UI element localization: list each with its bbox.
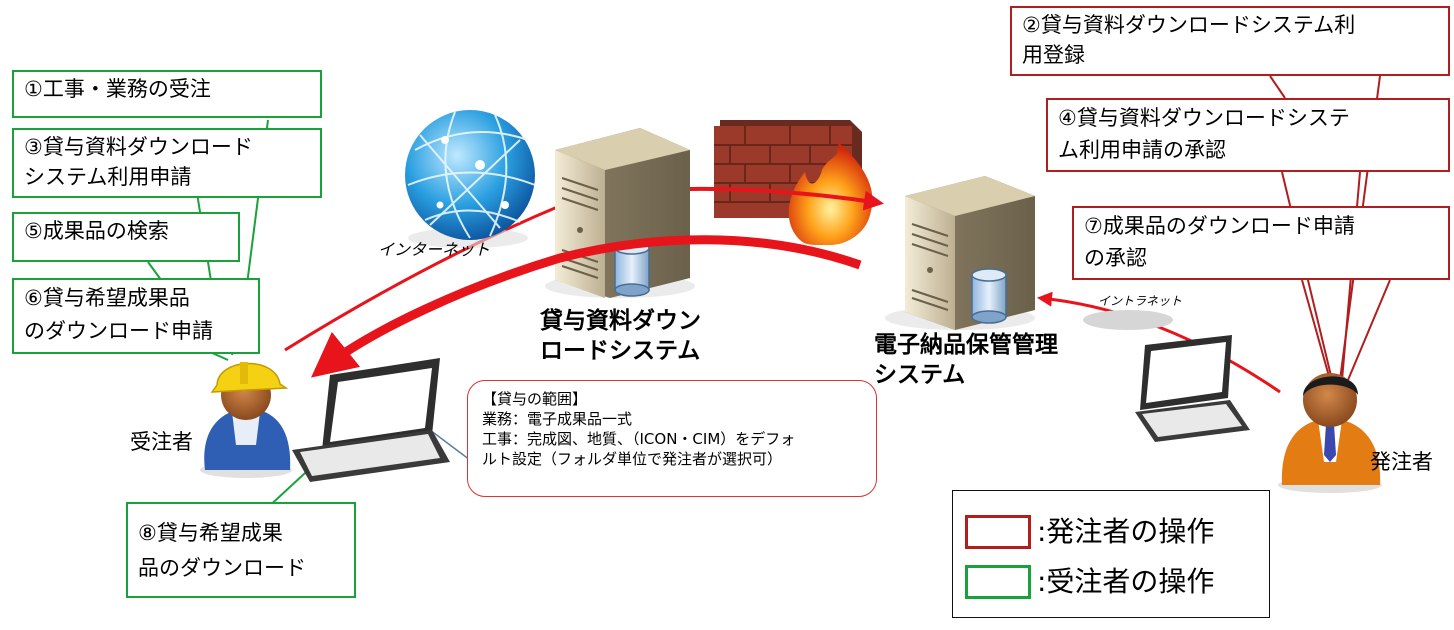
businessman-icon — [1278, 373, 1382, 493]
orderer-label: 発注者 — [1370, 450, 1433, 474]
lending-scope-line: 業務：電子成果品一式 — [482, 410, 633, 428]
worker-icon — [200, 362, 292, 478]
internet-label: インターネット — [378, 240, 491, 259]
lending-scope-note: 【貸与の範囲】 業務：電子成果品一式 工事：完成図、地質、（ICON・CIM）を… — [467, 380, 877, 497]
intranet-label: イントラネット — [1098, 294, 1183, 308]
step-8-box: ⑧貸与希望成果 品のダウンロード — [126, 502, 356, 598]
legend-contractor-label: :受注者の操作 — [1037, 565, 1215, 598]
step-4-box: ④貸与資料ダウンロードシステ ム利用申請の承認 — [1046, 98, 1450, 172]
internet-link-line — [284, 203, 563, 352]
step-7-box: ⑦成果品のダウンロード申請 の承認 — [1072, 206, 1450, 280]
step-6-box: ⑥貸与希望成果品 のダウンロード申請 — [12, 278, 260, 354]
download-system-label: 貸与資料ダウン ロードシステム — [540, 308, 701, 364]
storage-server-icon — [885, 176, 1035, 330]
laptop-cable — [429, 429, 471, 461]
lending-scope-line: 工事：完成図、地質、（ICON・CIM）をデフォ — [482, 430, 796, 448]
storage-database-icon — [971, 268, 1007, 324]
orderer-laptop-icon — [1135, 335, 1250, 442]
globe-icon — [405, 110, 536, 248]
legend-orderer-swatch — [965, 515, 1031, 549]
laptop-icon — [292, 358, 450, 482]
step-3-box: ③貸与資料ダウンロード システム利用申請 — [12, 128, 322, 198]
contractor-label: 受注者 — [130, 430, 193, 454]
storage-system-label: 電子納品保管管理 システム — [874, 332, 1058, 388]
intranet-disc — [1083, 310, 1173, 330]
lending-scope-title: 【貸与の範囲】 — [482, 390, 588, 408]
legend-contractor-swatch — [965, 565, 1031, 599]
legend-orderer-label: :発注者の操作 — [1037, 515, 1215, 548]
download-arrow — [310, 235, 862, 378]
step-2-box: ②貸与資料ダウンロードシステム利 用登録 — [1010, 6, 1450, 76]
legend: :発注者の操作 :受注者の操作 — [952, 490, 1270, 618]
step-5-box: ⑤成果品の検索 — [12, 212, 240, 262]
intranet-link-line — [1037, 291, 1281, 394]
firewall-icon — [714, 120, 873, 246]
step-1-box: ①工事・業務の受注 — [12, 70, 322, 118]
lending-scope-line: ルト設定（フォルダ単位で発注者が選択可） — [482, 450, 783, 468]
